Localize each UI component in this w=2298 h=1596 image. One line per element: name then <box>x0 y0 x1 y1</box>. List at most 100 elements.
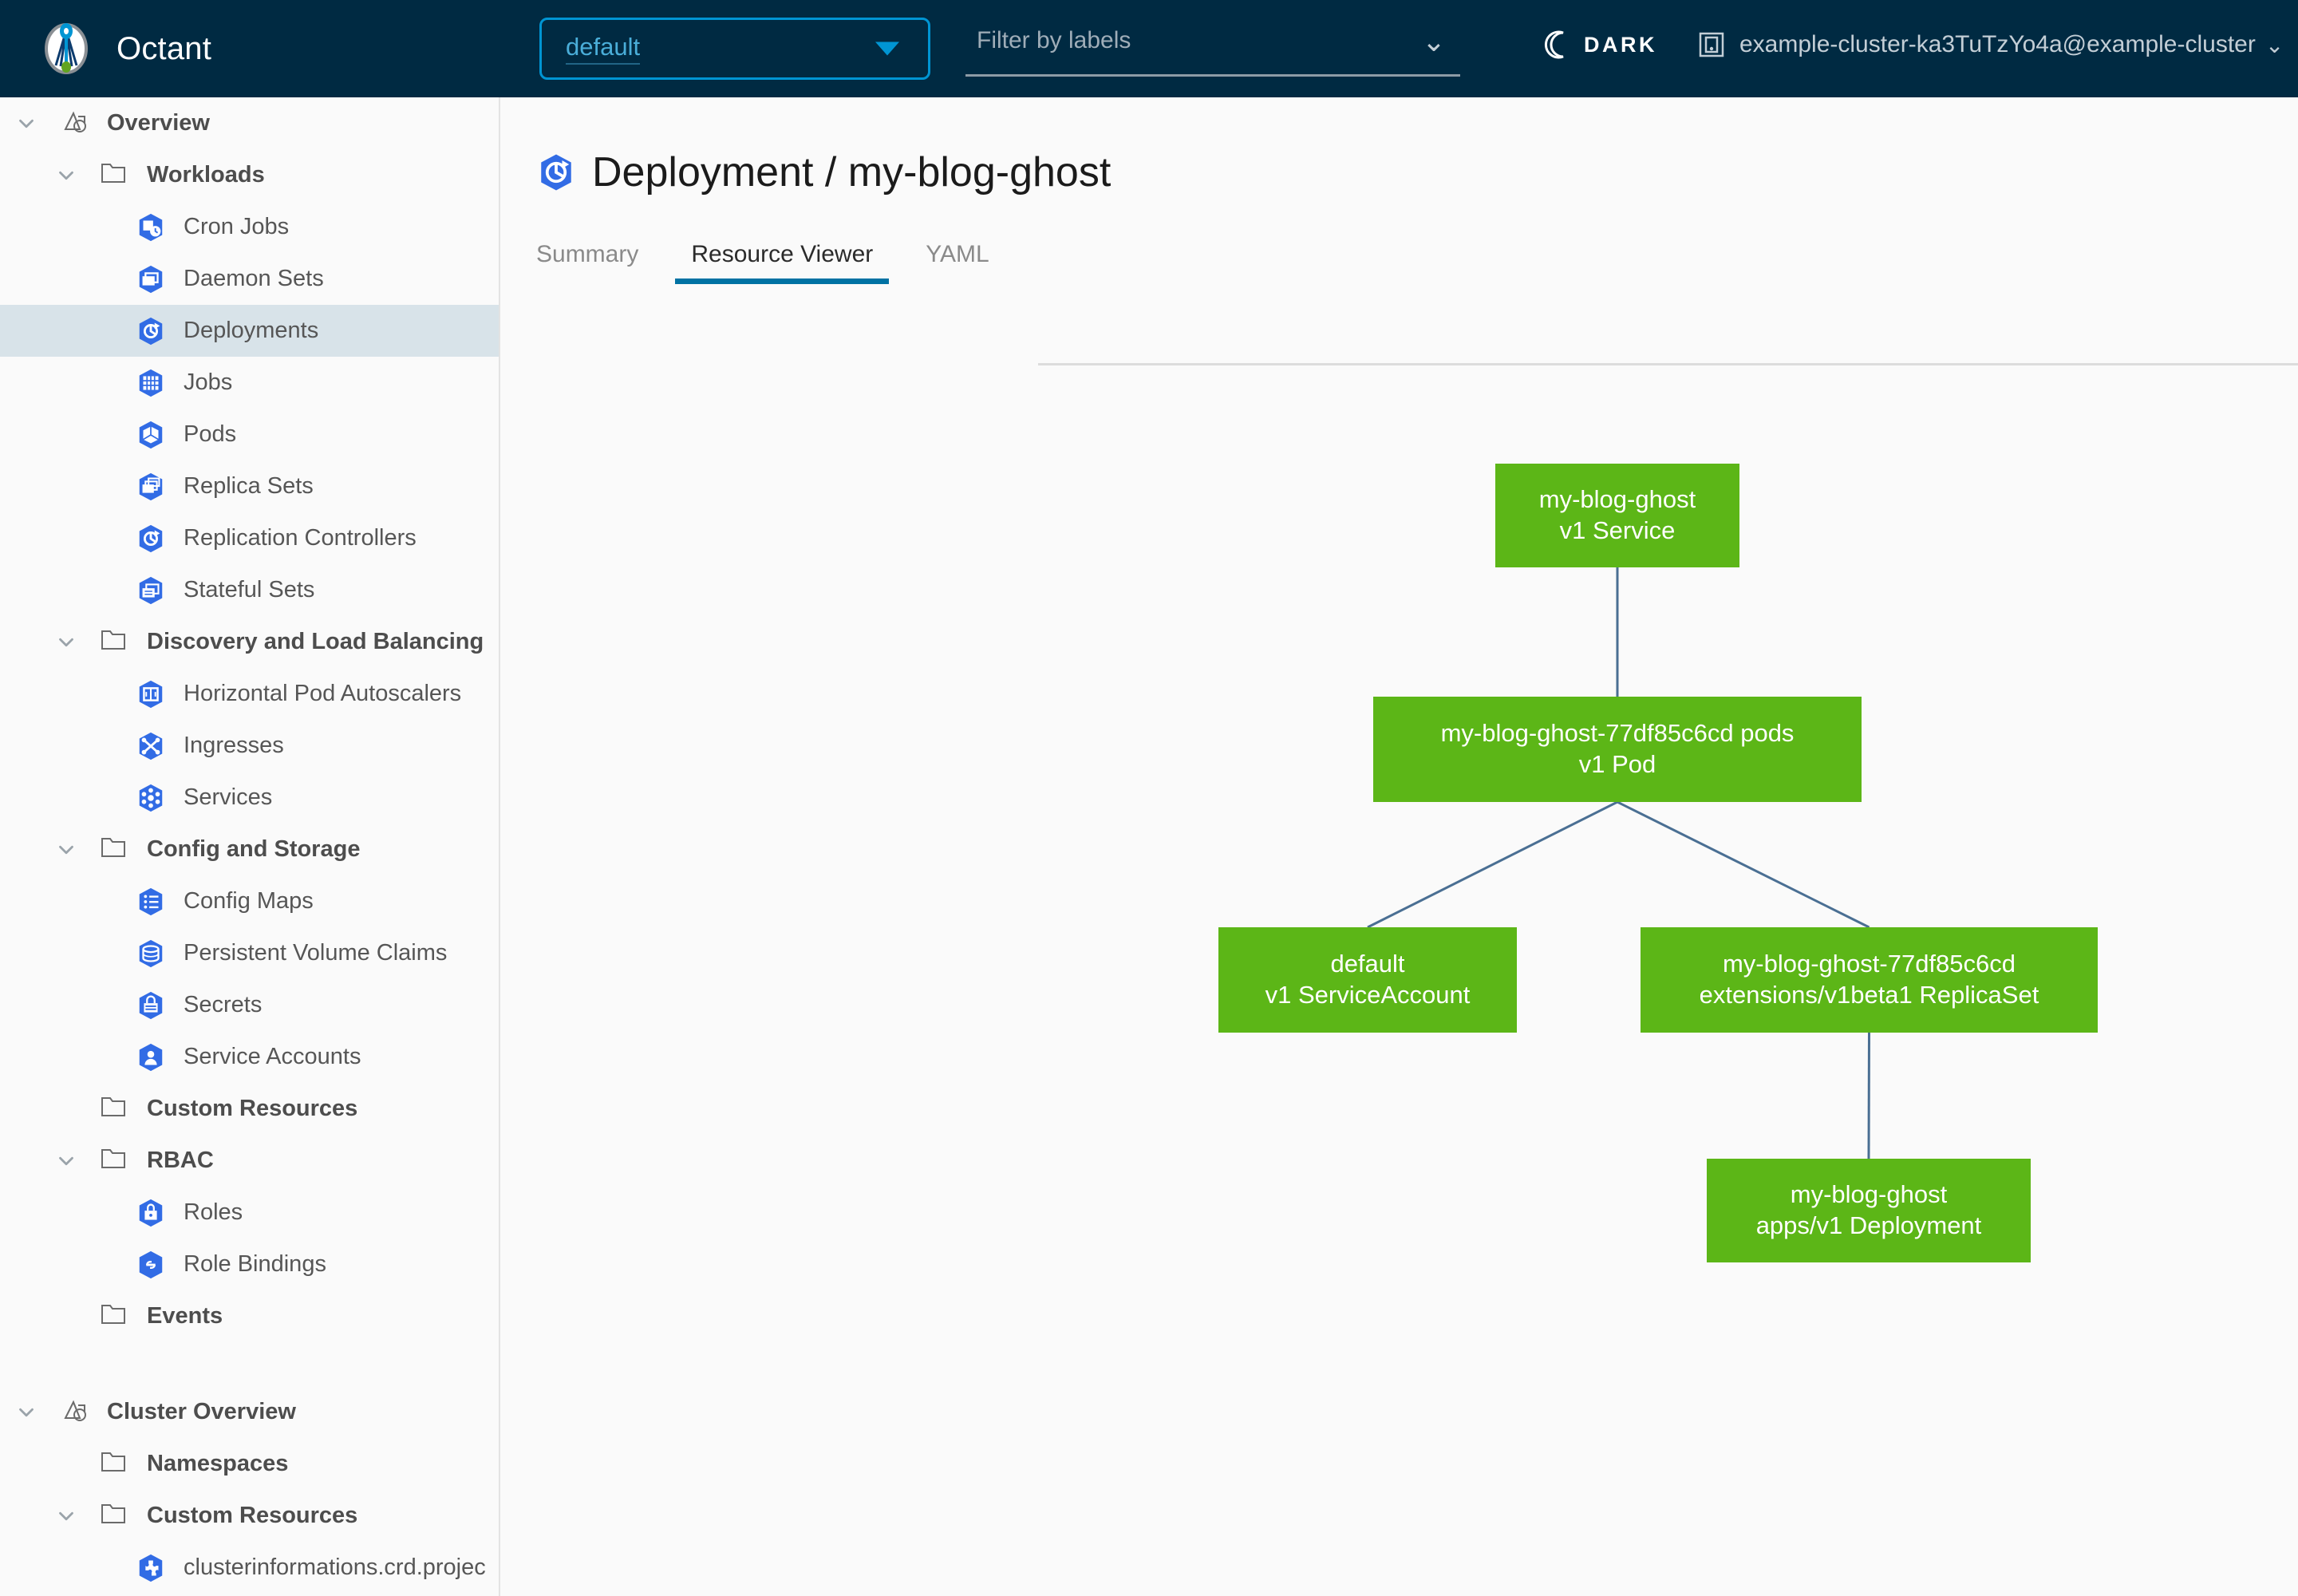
k8s-crd-icon <box>136 1553 166 1583</box>
k8s-pod-icon <box>136 420 166 450</box>
k8s-role-icon <box>136 1198 166 1228</box>
k8s-replicaset-icon <box>136 472 166 502</box>
chevron-down-icon[interactable] <box>54 838 78 862</box>
sidebar-item-discovery-and-load-balancing[interactable]: Discovery and Load Balancing <box>0 616 499 668</box>
sidebar-item-label: Horizontal Pod Autoscalers <box>184 681 462 706</box>
k8s-daemonset-icon <box>136 264 166 294</box>
sidebar-item-ingresses[interactable]: Ingresses <box>0 720 499 772</box>
caret-down-icon <box>875 41 899 56</box>
sidebar-item-cluster-overview[interactable]: Cluster Overview <box>0 1386 499 1438</box>
brand[interactable]: Octant <box>38 21 211 77</box>
sidebar-item-label: Deployments <box>184 318 319 343</box>
tab-yaml[interactable]: YAML <box>926 241 989 267</box>
k8s-job-icon <box>136 368 166 398</box>
sidebar-item-label: Custom Resources <box>147 1096 358 1121</box>
k8s-configmap-icon <box>136 887 166 917</box>
brand-name: Octant <box>116 30 212 66</box>
cluster-context-selector[interactable]: example-cluster-ka3TuTzYo4a@example-clus… <box>1698 30 2284 59</box>
sidebar-item-services[interactable]: Services <box>0 772 499 824</box>
sidebar-item-horizontal-pod-autoscalers[interactable]: Horizontal Pod Autoscalers <box>0 668 499 720</box>
sidebar-item-roles[interactable]: Roles <box>0 1187 499 1238</box>
k8s-ingress-icon <box>136 731 166 761</box>
sidebar-item-label: RBAC <box>147 1148 214 1173</box>
sidebar-item-label: Config and Storage <box>147 836 361 862</box>
resource-node-name: my-blog-ghost <box>1790 1180 1948 1209</box>
sidebar-item-label: Role Bindings <box>184 1251 326 1277</box>
cluster-context-value: example-cluster-ka3TuTzYo4a@example-clus… <box>1739 31 2256 57</box>
sidebar-item-clusterinformations-crd-projec[interactable]: clusterinformations.crd.projec <box>0 1542 499 1594</box>
sidebar-item-label: Service Accounts <box>184 1044 361 1069</box>
sidebar-item-overview[interactable]: Overview <box>0 97 499 149</box>
page-title: Deployment / my-blog-ghost <box>592 149 1111 196</box>
chevron-down-icon[interactable] <box>54 1504 78 1528</box>
sidebar-item-config-and-storage[interactable]: Config and Storage <box>0 824 499 875</box>
folder-icon <box>101 1146 131 1176</box>
sidebar-spacer <box>0 1342 499 1386</box>
label-filter-placeholder: Filter by labels <box>977 27 1131 53</box>
sidebar-item-custom-resources[interactable]: Custom Resources <box>0 1083 499 1135</box>
chevron-down-icon[interactable] <box>14 1400 38 1424</box>
tab-resource-viewer[interactable]: Resource Viewer <box>675 241 890 284</box>
tab-bar[interactable]: Summary Resource Viewer YAML <box>536 233 2298 284</box>
main-content: Deployment / my-blog-ghost Summary Resour… <box>502 97 2298 1596</box>
chevron-down-icon[interactable]: ⌄ <box>1421 25 1446 57</box>
sidebar-item-persistent-volume-claims[interactable]: Persistent Volume Claims <box>0 927 499 979</box>
sidebar-item-replication-controllers[interactable]: Replication Controllers <box>0 512 499 564</box>
resource-node-name: my-blog-ghost-77df85c6cd <box>1722 950 2016 978</box>
sidebar-item-events[interactable]: Events <box>0 1290 499 1342</box>
resource-node-name: my-blog-ghost <box>1538 485 1696 514</box>
k8s-statefulset-icon <box>136 575 166 606</box>
tab-summary[interactable]: Summary <box>536 241 639 267</box>
chevron-down-icon[interactable] <box>54 630 78 654</box>
chevron-down-icon[interactable] <box>54 1149 78 1173</box>
sidebar-item-label: Daemon Sets <box>184 266 324 291</box>
sidebar-item-pods[interactable]: Pods <box>0 409 499 460</box>
folder-icon <box>101 160 131 191</box>
sidebar-item-label: Secrets <box>184 992 263 1017</box>
sidebar-item-stateful-sets[interactable]: Stateful Sets <box>0 564 499 616</box>
sidebar-item-rbac[interactable]: RBAC <box>0 1135 499 1187</box>
sidebar-item-label: Config Maps <box>184 888 314 914</box>
label-filter[interactable]: Filter by labels ⌄ <box>965 21 1460 77</box>
sidebar-item-daemon-sets[interactable]: Daemon Sets <box>0 253 499 305</box>
sidebar-item-config-maps[interactable]: Config Maps <box>0 875 499 927</box>
folder-icon <box>101 1501 131 1531</box>
overview-icon <box>61 109 91 139</box>
sidebar-item-custom-resources[interactable]: Custom Resources <box>0 1490 499 1542</box>
sidebar-item-label: Cluster Overview <box>107 1399 296 1424</box>
sidebar-item-role-bindings[interactable]: Role Bindings <box>0 1238 499 1290</box>
sidebar-item-label: Overview <box>107 110 210 136</box>
sidebar-item-label: Ingresses <box>184 733 284 758</box>
sidebar-item-namespaces[interactable]: Namespaces <box>0 1438 499 1490</box>
sidebar-item-jobs[interactable]: Jobs <box>0 357 499 409</box>
k8s-secret-icon <box>136 990 166 1021</box>
namespace-select-value: default <box>566 33 641 65</box>
sidebar-item-workloads[interactable]: Workloads <box>0 149 499 201</box>
sidebar-item-replica-sets[interactable]: Replica Sets <box>0 460 499 512</box>
sidebar-item-secrets[interactable]: Secrets <box>0 979 499 1031</box>
chevron-down-icon: ⌄ <box>2264 32 2284 57</box>
sidebar-item-label: Namespaces <box>147 1451 289 1476</box>
top-header: Octant default Filter by labels ⌄ DARK e… <box>0 0 2298 97</box>
sidebar-item-deployments[interactable]: Deployments <box>0 305 499 357</box>
sidebar-item-service-accounts[interactable]: Service Accounts <box>0 1031 499 1083</box>
k8s-replicationcontroller-icon <box>136 523 166 554</box>
sidebar-item-label: Services <box>184 784 273 810</box>
dark-mode-toggle[interactable]: DARK <box>1544 30 1657 59</box>
sidebar-item-cron-jobs[interactable]: Cron Jobs <box>0 201 499 253</box>
chevron-down-icon[interactable] <box>14 112 38 136</box>
namespace-select[interactable]: default <box>539 18 930 80</box>
folder-icon <box>101 1094 131 1124</box>
k8s-pvc-icon <box>136 938 166 969</box>
k8s-serviceaccount-icon <box>136 1042 166 1073</box>
chevron-down-icon[interactable] <box>54 164 78 188</box>
tab-divider <box>1038 363 2298 365</box>
folder-icon <box>101 835 131 865</box>
